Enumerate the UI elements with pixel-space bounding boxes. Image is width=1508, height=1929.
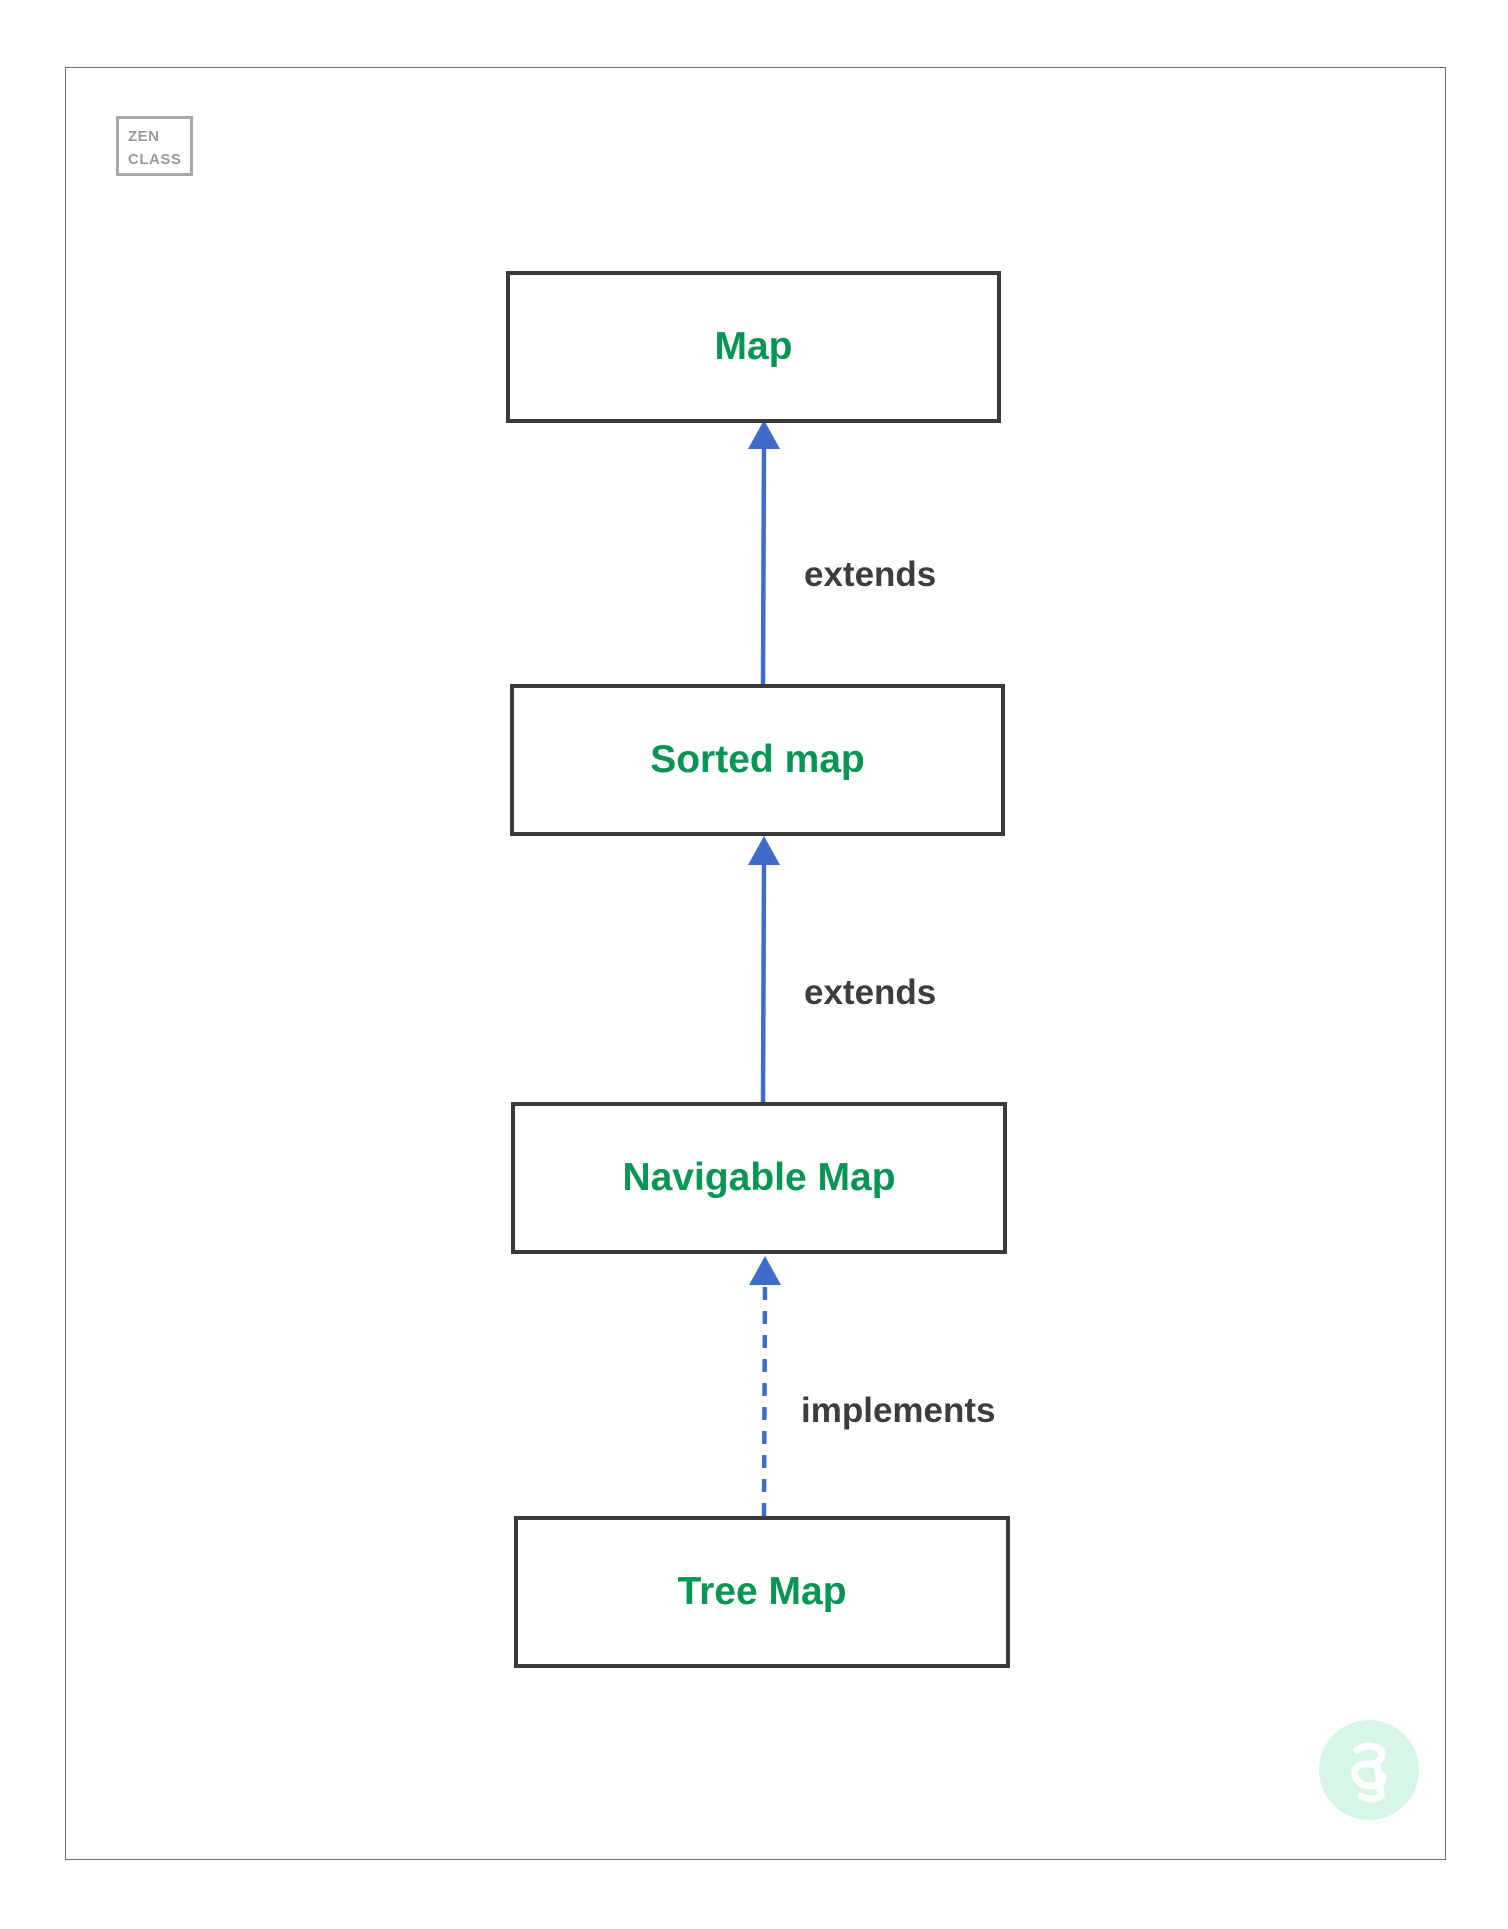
relation-label-sorted-extends-map: extends xyxy=(804,555,937,594)
arrow-sorted-to-map-line xyxy=(760,443,767,685)
zen-class-logo-line1: ZEN xyxy=(128,128,160,145)
node-sorted-map: Sorted map xyxy=(510,684,1005,836)
arrow-tree-to-navigable-line xyxy=(761,1281,768,1517)
relation-label-tree-implements-navigable: implements xyxy=(801,1391,996,1430)
node-map: Map xyxy=(506,271,1001,423)
node-tree-map-label: Tree Map xyxy=(677,1570,847,1613)
arrow-navigable-to-sorted-line xyxy=(760,859,767,1103)
zen-class-logo-line2: CLASS xyxy=(128,151,182,168)
arrow-navigable-to-sorted-head xyxy=(748,836,780,865)
arrow-sorted-to-map-head xyxy=(748,420,780,449)
node-navigable-map: Navigable Map xyxy=(511,1102,1007,1254)
relation-label-navigable-extends-sorted: extends xyxy=(804,973,937,1012)
zen-class-logo: ZEN CLASS xyxy=(116,116,193,176)
node-navigable-map-label: Navigable Map xyxy=(622,1156,896,1199)
node-sorted-map-label: Sorted map xyxy=(650,738,865,781)
arrow-tree-to-navigable-head xyxy=(749,1256,781,1285)
gfg-logo-icon xyxy=(1319,1720,1419,1820)
node-tree-map: Tree Map xyxy=(514,1516,1010,1668)
node-map-label: Map xyxy=(714,325,793,368)
